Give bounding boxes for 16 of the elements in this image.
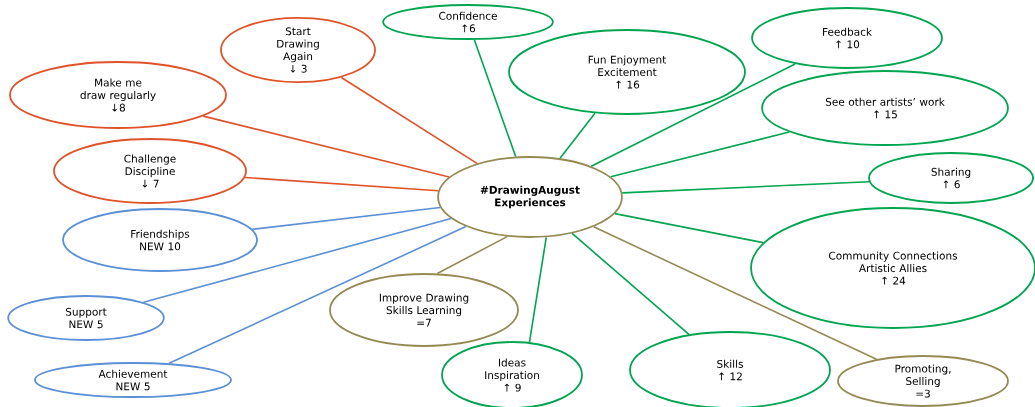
connector-line <box>244 176 440 192</box>
connector-line <box>614 212 764 244</box>
connector-line <box>590 63 796 168</box>
connector-line <box>592 226 878 361</box>
connector-line <box>473 39 517 158</box>
connector-line <box>528 236 548 343</box>
connector-line <box>340 76 478 165</box>
connector-line <box>559 112 596 160</box>
connector-line <box>142 217 452 304</box>
connector-line <box>251 206 442 231</box>
connector-line <box>168 225 467 365</box>
connector-line <box>202 115 450 178</box>
connector-line <box>571 232 690 336</box>
connector-line <box>621 180 870 194</box>
connector-line <box>609 131 790 178</box>
connector-line <box>436 235 508 275</box>
